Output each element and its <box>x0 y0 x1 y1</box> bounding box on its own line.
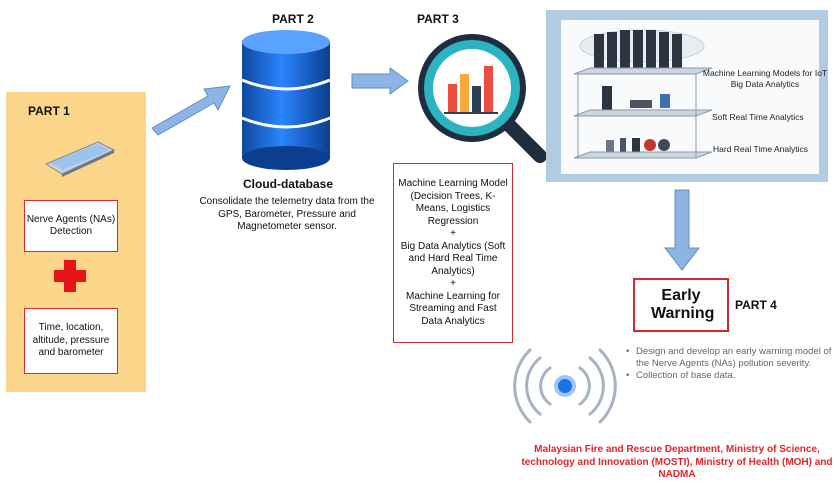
nerve-agents-text: Nerve Agents (NAs) Detection <box>26 213 116 238</box>
wireless-signal-icon <box>513 348 617 424</box>
part4-title: PART 4 <box>735 298 777 312</box>
cloud-database-description: Consolidate the telemetry data from the … <box>199 196 375 232</box>
arrow-part1-to-part2 <box>151 85 231 136</box>
smartphone-icon <box>44 141 116 177</box>
ml-analytics-box: Machine Learning Model (Decision Trees, … <box>393 163 513 343</box>
bullet-item: Collection of base data. <box>626 370 832 382</box>
ml-analytics-text: Machine Learning Model (Decision Trees, … <box>398 178 508 327</box>
early-warning-bullets: Design and develop an early warning mode… <box>626 346 832 382</box>
server-rack-icon <box>573 29 713 159</box>
part2-title: PART 2 <box>272 12 314 26</box>
magnifier-chart-icon <box>418 34 547 163</box>
cloud-database-title: Cloud-database <box>242 177 333 191</box>
arrow-part2-to-part3 <box>351 67 409 95</box>
tier-middle-label: Soft Real Time Analytics <box>712 112 804 122</box>
database-icon <box>241 30 331 170</box>
arrow-down-to-warning <box>663 189 701 271</box>
part1-title: PART 1 <box>28 104 70 118</box>
nerve-agents-box: Nerve Agents (NAs) Detection <box>24 200 118 252</box>
tier-bottom-label: Hard Real Time Analytics <box>713 144 808 154</box>
bullet-item: Design and develop an early warning mode… <box>626 346 832 370</box>
medical-cross-icon <box>54 260 86 292</box>
tier-top-label: Machine Learning Models for IoT Big Data… <box>702 68 828 89</box>
sensor-data-text: Time, location, altitude, pressure and b… <box>32 322 110 359</box>
part3-title: PART 3 <box>417 12 459 26</box>
sensor-data-box: Time, location, altitude, pressure and b… <box>24 308 118 374</box>
organizations-text: Malaysian Fire and Rescue Department, Mi… <box>521 444 833 480</box>
early-warning-box: Early Warning <box>633 278 729 332</box>
early-warning-text: Early Warning <box>651 287 715 322</box>
